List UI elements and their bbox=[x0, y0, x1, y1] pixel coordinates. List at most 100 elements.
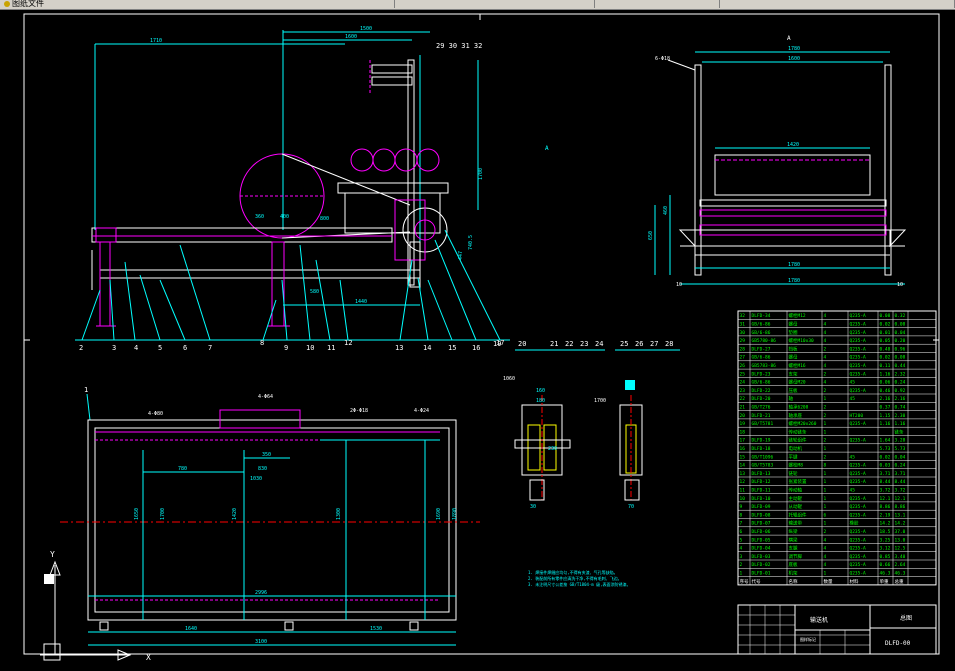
bom-cell: 46.3 bbox=[880, 571, 891, 577]
plan-dim-1300: 1300 bbox=[336, 508, 342, 520]
bom-cell: Q235-A bbox=[850, 438, 867, 444]
bom-cell: 5.73 bbox=[880, 446, 891, 452]
bom-cell: 1 bbox=[824, 471, 827, 477]
bom-cell: 螺母M20 bbox=[789, 379, 806, 386]
bom-cell: 0.04 bbox=[895, 330, 906, 336]
bom-cell: 11 bbox=[740, 488, 746, 494]
bom-cell: 3.72 bbox=[895, 488, 906, 494]
bom-cell: 0.66 bbox=[880, 562, 891, 568]
bom-cell: 1 bbox=[824, 521, 827, 527]
part-no-8: 8 bbox=[260, 339, 264, 347]
bom-frame bbox=[737, 310, 937, 586]
plan-view: 1 2996 1640 3100 1530 1650 1700 1420 130… bbox=[60, 386, 480, 646]
note-3: 3. 未注明尺寸公差按 GB/T1804-m 级,表面涂防锈漆。 bbox=[528, 581, 631, 587]
bom-cell: DLFD-19 bbox=[752, 438, 771, 444]
detail-no-25: 25 bbox=[620, 340, 628, 348]
bom-cell: 0.06 bbox=[880, 380, 891, 386]
side-dim-650: 650 bbox=[648, 231, 654, 240]
tab-drawing-4[interactable] bbox=[720, 0, 955, 8]
bom-cell: 0.02 bbox=[880, 454, 891, 460]
bom-cell: Q235-A bbox=[850, 512, 867, 518]
title-company: 总图 bbox=[900, 614, 912, 622]
bom-cell: 输送带 bbox=[789, 520, 803, 527]
plan-callout-1: 4-Φ80 bbox=[148, 411, 163, 417]
bom-cell: 8.44 bbox=[895, 479, 906, 485]
bom-cell: 24 bbox=[740, 380, 746, 386]
detail-b-dim-70: 70 bbox=[628, 504, 634, 510]
cad-model-space[interactable]: 1710 1600 1500 29 30 31 32 1700 bbox=[0, 10, 955, 667]
detail-a-dim-180: 180 bbox=[536, 398, 545, 404]
bom-cell: 0.01 bbox=[880, 330, 891, 336]
detail-a: 19 20 21 22 23 24 1060 160 180 230 30 bbox=[493, 340, 605, 510]
bom-cell: 轴承座 bbox=[789, 412, 803, 419]
bom-cell: GB/T5781 bbox=[752, 421, 774, 427]
tab-drawing-1[interactable]: 图纸文件 bbox=[0, 0, 395, 8]
bom-cell: DLFD-01 bbox=[752, 571, 771, 577]
bom-cell: 8.86 bbox=[895, 504, 906, 510]
bom-cell: 橡胶 bbox=[850, 520, 859, 527]
bom-cell: 3.40 bbox=[895, 554, 906, 560]
plan-dim-1700: 1700 bbox=[160, 508, 166, 520]
bom-cell: 14.2 bbox=[895, 521, 906, 527]
bom-cell: 螺栓M20x260 bbox=[789, 420, 817, 427]
bom-cell: 5.73 bbox=[895, 446, 906, 452]
detail-no-23: 23 bbox=[580, 340, 588, 348]
bom-cell: 4 bbox=[824, 546, 827, 552]
bom-cell: 8 bbox=[740, 512, 743, 518]
dim-360: 360 bbox=[255, 214, 264, 220]
note-2: 2. 装配前所有零件应清洗干净,不得有毛刺、飞边。 bbox=[528, 575, 622, 581]
bom-cell: 10 bbox=[740, 496, 746, 502]
bom-cell: 轴承6208 bbox=[789, 404, 809, 411]
bom-cell: GB/T276 bbox=[752, 405, 771, 411]
side-dim-1780-mid: 1780 bbox=[788, 262, 800, 268]
bom-cell: Q235-A bbox=[850, 330, 867, 336]
tab-drawing-2[interactable] bbox=[395, 0, 595, 8]
title-drawing-number: DLFD-00 bbox=[885, 640, 911, 647]
bom-cell: 横梁 bbox=[789, 536, 798, 543]
bom-cell: 3.71 bbox=[880, 471, 891, 477]
bom-cell: 37.0 bbox=[895, 529, 906, 535]
bom-cell: DLFD-07 bbox=[752, 521, 771, 527]
bom-cell: 垫圈 bbox=[789, 329, 798, 336]
drawing-tab-bar: 图纸文件 bbox=[0, 0, 955, 10]
bom-cell: 2 bbox=[824, 346, 827, 352]
side-view-label: A bbox=[787, 35, 791, 42]
dim-1710: 1710 bbox=[150, 38, 162, 44]
part-no-11: 11 bbox=[327, 344, 335, 352]
dim-1600: 1600 bbox=[345, 34, 357, 40]
bom-cell: 20 bbox=[740, 413, 746, 419]
dim-1440: 1440 bbox=[355, 299, 367, 305]
bom-cell: 底板 bbox=[789, 561, 798, 568]
bom-cell: 支腿 bbox=[789, 545, 798, 552]
plan-dim-1640: 1640 bbox=[185, 626, 197, 632]
bom-cell: 0.37 bbox=[880, 405, 891, 411]
bom-cell: 1.16 bbox=[880, 371, 891, 377]
bom-cell: 机架 bbox=[789, 570, 798, 577]
bom-cell: 1 bbox=[824, 496, 827, 502]
part-no-9: 9 bbox=[284, 344, 288, 352]
detail-no-24: 24 bbox=[595, 340, 603, 348]
bom-cell: 4 bbox=[824, 355, 827, 361]
bom-cell: 螺栓M12 bbox=[789, 312, 806, 319]
bom-cell: 螺栓M8 bbox=[789, 462, 804, 469]
bom-cell: 18.5 bbox=[880, 529, 891, 535]
plan-dim-2996: 2996 bbox=[255, 590, 267, 596]
side-dim-1780-bot: 1780 bbox=[788, 278, 800, 284]
bom-cell: DLFD-11 bbox=[752, 488, 771, 494]
drawing-file-icon bbox=[4, 0, 10, 7]
tab-drawing-3[interactable] bbox=[595, 0, 720, 8]
bom-cell: 4 bbox=[824, 363, 827, 369]
bom-cell: 2.30 bbox=[895, 413, 906, 419]
bom-header-cell: 数量 bbox=[824, 578, 833, 585]
bom-cell: 1 bbox=[824, 479, 827, 485]
bom-cell: 28 bbox=[740, 346, 746, 352]
bom-cell: 2.16 bbox=[880, 396, 891, 402]
bom-cell: 19 bbox=[740, 421, 746, 427]
plan-dim-1650: 1650 bbox=[134, 508, 140, 520]
bom-cell: GB/T1096 bbox=[752, 454, 774, 460]
part-no-14: 14 bbox=[423, 344, 431, 352]
bom-cell: 2 bbox=[824, 388, 827, 394]
bom-cell: 1 bbox=[824, 421, 827, 427]
bom-cell: 13.1 bbox=[895, 512, 906, 518]
bom-cell: 32 bbox=[740, 313, 746, 319]
